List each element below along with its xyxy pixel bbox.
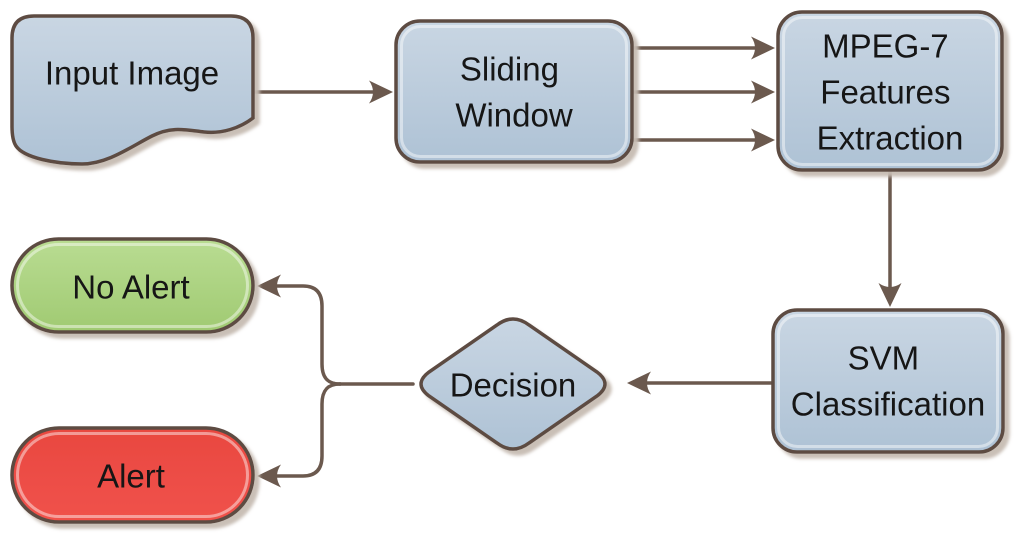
arrowhead-svm-to-decision xyxy=(627,371,651,395)
alert-bevel xyxy=(16,432,249,518)
sliding-window-label: Sliding Window xyxy=(455,39,573,134)
mpeg7-label: MPEG-7 Features Extraction xyxy=(817,16,964,157)
mpeg7-line3: Extraction xyxy=(817,120,964,157)
alert-shape xyxy=(10,426,255,524)
input-image-label: Input Image xyxy=(45,55,219,92)
input-image-shape xyxy=(10,14,255,166)
node-sliding-window: Sliding Window xyxy=(394,19,634,164)
edge-decision-to-alert xyxy=(269,382,342,478)
decision-shape xyxy=(419,317,607,451)
no-alert-bevel xyxy=(16,243,249,328)
svm-shape xyxy=(771,308,1005,454)
sliding-window-shape xyxy=(394,19,634,164)
arrowhead-mpeg7-to-svm xyxy=(878,283,902,307)
node-input-image: Input Image xyxy=(10,14,255,166)
node-alert: Alert xyxy=(10,426,255,524)
alert-label: Alert xyxy=(97,458,165,495)
sliding-window-line2: Window xyxy=(455,97,573,134)
sliding-window-bevel xyxy=(400,25,628,158)
connectors xyxy=(251,36,902,488)
no-alert-shape xyxy=(10,237,255,334)
node-decision: Decision xyxy=(419,317,607,451)
arrowhead-sliding-to-mpeg7-1 xyxy=(751,36,775,60)
sliding-window-line1: Sliding xyxy=(460,51,559,88)
svm-label: SVM Classification xyxy=(791,328,985,423)
mpeg7-bevel xyxy=(782,16,998,166)
svm-line2: Classification xyxy=(791,386,985,423)
arrowhead-sliding-to-mpeg7-3 xyxy=(751,128,775,152)
arrowhead-input-to-sliding xyxy=(369,80,393,104)
no-alert-label: No Alert xyxy=(72,269,189,306)
mpeg7-shape xyxy=(776,10,1004,172)
decision-label: Decision xyxy=(450,367,577,404)
edge-decision-to-no-alert xyxy=(269,284,342,386)
node-no-alert: No Alert xyxy=(10,237,255,334)
arrowhead-decision-to-no-alert xyxy=(257,274,281,298)
node-mpeg7-features-extraction: MPEG-7 Features Extraction xyxy=(776,10,1004,172)
svm-line1: SVM xyxy=(848,340,920,377)
arrowhead-decision-to-alert xyxy=(257,464,281,488)
node-svm-classification: SVM Classification xyxy=(771,308,1005,454)
mpeg7-line2: Features xyxy=(820,74,950,111)
svm-bevel xyxy=(777,314,999,448)
mpeg7-line1: MPEG-7 xyxy=(822,28,949,65)
arrowhead-sliding-to-mpeg7-2 xyxy=(751,80,775,104)
